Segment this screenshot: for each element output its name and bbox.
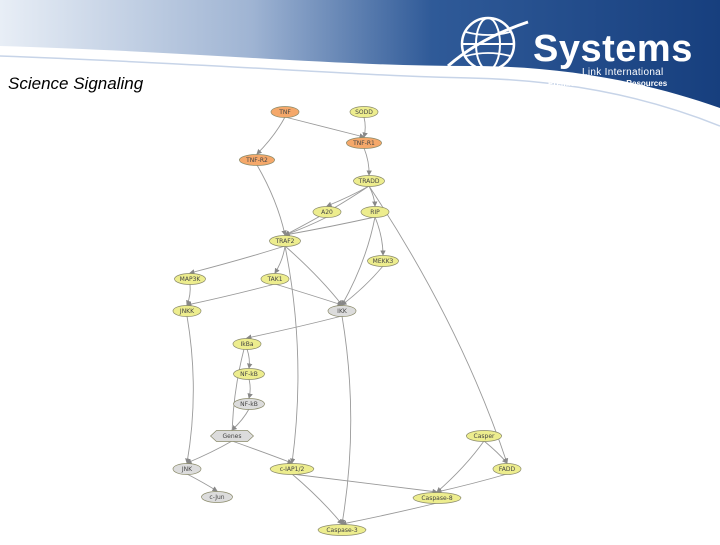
node-tnfr1: TNF-R1 — [346, 137, 382, 149]
node-tnfr2: TNF-R2 — [239, 154, 275, 166]
edge-TNF-TNFR2 — [256, 116, 286, 155]
node-tradd: TRADD — [353, 175, 385, 187]
node-label: JNK — [181, 466, 193, 473]
node-ikba: IkBa — [232, 338, 262, 350]
node-casp8: Caspase-8 — [412, 492, 462, 504]
node-label: Caspase-8 — [421, 495, 452, 502]
edge-cIAP-Casp3 — [291, 473, 343, 525]
node-a20: A20 — [312, 206, 342, 218]
node-label: NF-kB — [240, 401, 258, 408]
node-sodd: SODD — [349, 106, 379, 118]
edge-NFkB2-Genes — [231, 408, 250, 431]
node-label: FADD — [499, 466, 516, 473]
edge-A20-TRAF2 — [284, 216, 328, 236]
node-traf2: TRAF2 — [269, 235, 301, 247]
node-tak1: TAK1 — [260, 273, 290, 285]
node-label: JNKK — [179, 308, 195, 315]
logo-wordmark: Systems — [533, 28, 693, 70]
edge-TNFR2-TRAF2 — [256, 164, 287, 236]
node-ikk: IKK — [327, 305, 357, 317]
edge-Genes-JNK — [186, 440, 233, 464]
slide-title: Science Signaling — [8, 74, 144, 93]
node-label: Casper — [474, 433, 495, 440]
edge-JNKK-JNK — [185, 315, 194, 464]
edge-IKK-IkBa — [246, 315, 343, 340]
node-cjun: c-Jun — [201, 491, 233, 503]
edge-TRADD-A20 — [326, 185, 370, 207]
node-label: Genes — [223, 433, 242, 440]
node-label: A20 — [321, 209, 333, 216]
edge-JNK-cJun — [186, 473, 218, 492]
node-nfkb1: NF-kB — [233, 368, 265, 380]
node-label: TNF — [278, 109, 291, 116]
node-label: NF-kB — [240, 371, 258, 378]
node-ciap: c-IAP1/2 — [269, 463, 315, 475]
edge-NFkB1-NFkB2 — [247, 378, 253, 399]
edge-Casper-Casp8 — [436, 440, 485, 493]
edge-Genes-IkBa — [231, 337, 249, 442]
edge-TRAF2-MAP3K — [189, 245, 286, 275]
node-label: TNF-R2 — [245, 157, 268, 164]
edge-TRADD-RIP — [368, 185, 378, 207]
node-label: c-Jun — [209, 494, 224, 501]
globe-logo-icon — [447, 16, 529, 72]
edge-TAK1-IKK — [274, 283, 343, 307]
node-genes: Genes — [209, 430, 255, 442]
node-label: MAP3K — [180, 276, 202, 283]
edge-MAP3K-JNKK — [186, 283, 192, 306]
edge-Casper-FADD — [483, 440, 508, 464]
node-mekk3: MEKK3 — [367, 255, 399, 267]
edge-TNFR1-TRADD — [363, 147, 372, 176]
edge-TRAF2-IKK — [284, 245, 343, 306]
edge-TAK1-JNKK — [186, 283, 276, 307]
node-nfkb2: NF-kB — [233, 398, 265, 410]
node-jnk: JNK — [172, 463, 202, 475]
logo-tagline-2: Premier Information Resources — [548, 79, 668, 88]
edge-TRADD-FADD — [368, 185, 509, 464]
edge-Casp8-Casp3 — [341, 502, 438, 526]
node-label: TAK1 — [266, 276, 282, 283]
node-label: SODD — [355, 109, 373, 116]
node-tnf: TNF — [270, 106, 300, 118]
edge-RIP-MEKK3 — [374, 216, 386, 256]
edge-SODD-TNFR1 — [362, 116, 368, 138]
logo-tagline-1: Link International — [582, 67, 664, 78]
header-banner — [0, 0, 720, 127]
edge-RIP-IKK — [341, 216, 376, 306]
node-label: Caspase-3 — [326, 527, 357, 534]
edge-TNF-TNFR1 — [284, 116, 365, 139]
edge-MEKK3-IKK — [341, 265, 384, 306]
node-label: IkBa — [240, 341, 253, 348]
edge-cIAP-Casp8 — [291, 473, 438, 495]
node-rip: RIP — [360, 206, 390, 218]
node-label: c-IAP1/2 — [280, 466, 305, 473]
edge-TRAF2-cIAP — [284, 245, 299, 464]
node-label: MEKK3 — [373, 258, 394, 265]
edge-TRAF2-TAK1 — [274, 245, 286, 274]
edge-Genes-cIAP — [231, 440, 293, 464]
node-map3k: MAP3K — [174, 273, 206, 285]
node-label: IKK — [337, 308, 348, 315]
edge-IkBa-NFkB1 — [246, 348, 253, 369]
node-jnkk: JNKK — [172, 305, 202, 317]
node-label: RIP — [370, 209, 380, 216]
node-label: TRAF2 — [275, 238, 295, 245]
edge-RIP-TRAF2 — [284, 216, 376, 237]
edge-IKK-Casp3 — [340, 315, 352, 525]
node-fadd: FADD — [492, 463, 522, 475]
node-casper: Casper — [466, 430, 502, 442]
edge-FADD-Casp8 — [436, 473, 508, 494]
node-label: TRADD — [358, 178, 380, 185]
node-label: TNF-R1 — [352, 140, 375, 147]
node-casp3: Caspase-3 — [317, 524, 367, 536]
